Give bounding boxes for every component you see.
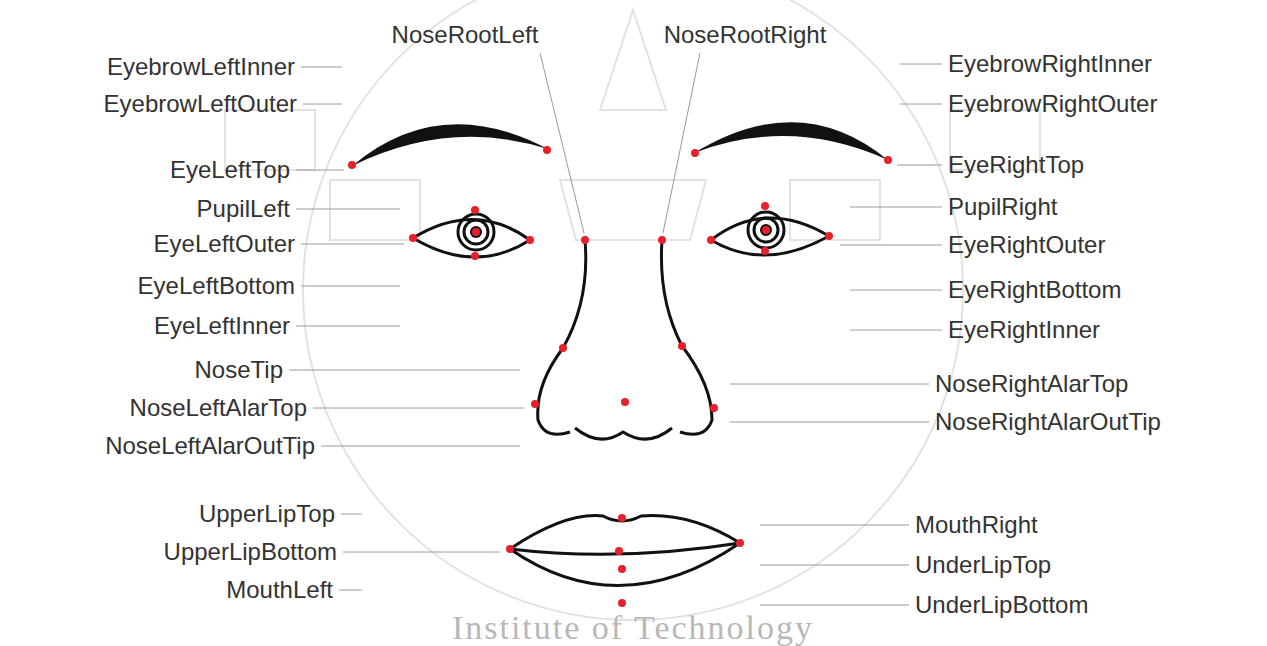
landmark-label: NoseRightAlarOutTip bbox=[935, 408, 1161, 436]
landmark-label: EyebrowRightInner bbox=[948, 50, 1152, 78]
leader-line bbox=[296, 326, 400, 327]
leader-line bbox=[850, 207, 942, 208]
leader-line bbox=[840, 245, 942, 246]
landmark-label: MouthLeft bbox=[226, 576, 333, 604]
landmark-label: EyeRightBottom bbox=[948, 276, 1121, 304]
landmark-label: NoseRootLeft bbox=[392, 21, 539, 49]
landmark-label: UpperLipTop bbox=[199, 500, 335, 528]
leader-line bbox=[540, 53, 584, 233]
leader-line bbox=[341, 514, 362, 515]
leader-line bbox=[730, 422, 929, 423]
landmark-label: EyeLeftTop bbox=[170, 156, 290, 184]
landmark-label: NoseTip bbox=[195, 356, 283, 384]
leader-line bbox=[900, 64, 942, 65]
landmark-label: UnderLipTop bbox=[915, 551, 1051, 579]
leader-line bbox=[289, 370, 520, 371]
leader-line bbox=[663, 53, 700, 233]
leader-line bbox=[321, 446, 520, 447]
landmark-label: EyeRightOuter bbox=[948, 231, 1105, 259]
lips bbox=[510, 516, 740, 586]
landmark-label: NoseLeftAlarOutTip bbox=[105, 432, 315, 460]
leader-line bbox=[313, 408, 524, 409]
landmark-label: EyeLeftOuter bbox=[154, 230, 295, 258]
landmark-label: EyeLeftInner bbox=[154, 312, 290, 340]
leader-line bbox=[301, 286, 400, 287]
leader-line bbox=[850, 290, 942, 291]
landmark-label: EyebrowLeftInner bbox=[107, 53, 295, 81]
eyebrows bbox=[352, 122, 888, 166]
landmark-label: EyebrowLeftOuter bbox=[104, 90, 297, 118]
pupils bbox=[470, 224, 772, 238]
landmark-label: NoseLeftAlarTop bbox=[130, 394, 307, 422]
landmark-label: NoseRightAlarTop bbox=[935, 370, 1128, 398]
landmark-label: PupilLeft bbox=[197, 195, 290, 223]
leader-line bbox=[296, 209, 400, 210]
leader-line bbox=[900, 104, 942, 105]
landmark-label: EyebrowRightOuter bbox=[948, 90, 1157, 118]
watermark-text: Institute of Technology bbox=[452, 608, 814, 646]
landmark-label: PupilRight bbox=[948, 193, 1057, 221]
leader-line bbox=[897, 165, 942, 166]
leader-line bbox=[296, 170, 344, 171]
landmark-label: UnderLipBottom bbox=[915, 591, 1088, 619]
leader-line bbox=[339, 590, 362, 591]
leader-line bbox=[850, 330, 942, 331]
landmark-label: EyeLeftBottom bbox=[138, 272, 295, 300]
leader-line bbox=[760, 605, 909, 606]
leader-line bbox=[343, 552, 500, 553]
leader-line bbox=[730, 384, 929, 385]
leader-line bbox=[301, 67, 342, 68]
landmark-label: MouthRight bbox=[915, 511, 1038, 539]
leader-line bbox=[760, 565, 909, 566]
eyes bbox=[413, 212, 829, 257]
landmark-label: UpperLipBottom bbox=[164, 538, 337, 566]
leader-line bbox=[301, 244, 404, 245]
landmark-dots bbox=[348, 146, 892, 607]
leader-line bbox=[760, 525, 909, 526]
nose bbox=[538, 240, 712, 439]
landmark-label: EyeRightInner bbox=[948, 316, 1100, 344]
landmark-label: NoseRootRight bbox=[664, 21, 827, 49]
landmark-label: EyeRightTop bbox=[948, 151, 1084, 179]
leader-line bbox=[303, 104, 342, 105]
watermark-ornament bbox=[225, 0, 1040, 620]
